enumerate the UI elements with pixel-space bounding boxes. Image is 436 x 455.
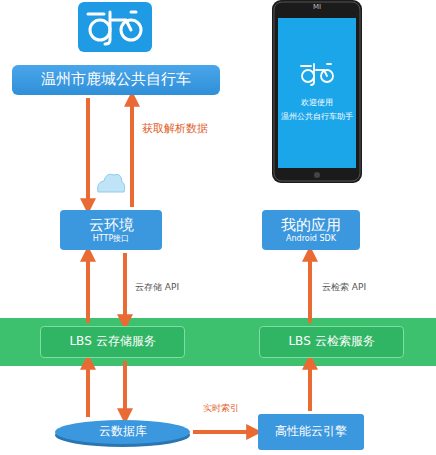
screen-text: 欢迎使用 bbox=[301, 99, 333, 108]
flow-arrow bbox=[193, 430, 255, 434]
service-band bbox=[0, 318, 436, 366]
engine-box: 高性能云引擎 bbox=[258, 414, 364, 450]
brand-mark: MI bbox=[313, 4, 321, 12]
cloud-icon bbox=[98, 174, 125, 192]
node-title: 云数据库 bbox=[99, 425, 147, 439]
process-box: 我的应用Android SDK bbox=[262, 210, 360, 250]
edge-label: 云检索 API bbox=[320, 283, 368, 293]
node-title: 温州市鹿城公共自行车 bbox=[41, 71, 191, 88]
process-box: 云环境HTTP接口 bbox=[60, 210, 162, 250]
flow-arrow bbox=[123, 361, 127, 417]
flow-arrow bbox=[130, 98, 134, 207]
flow-arrow bbox=[308, 253, 312, 323]
edge-label: 云存储 API bbox=[133, 283, 181, 293]
flow-arrow bbox=[308, 361, 312, 411]
title-bar: 温州市鹿城公共自行车 bbox=[12, 65, 220, 95]
flow-arrow bbox=[86, 98, 90, 207]
screen-logo bbox=[301, 64, 333, 85]
edge-label: 实时索引 bbox=[201, 404, 241, 414]
node-title: LBS 云检索服务 bbox=[288, 335, 374, 349]
node-subtitle: Android SDK bbox=[286, 234, 336, 243]
node-title: 我的应用 bbox=[281, 217, 341, 234]
phone-illustration bbox=[272, 0, 362, 183]
node-title: 高性能云引擎 bbox=[275, 425, 347, 439]
node-subtitle: HTTP接口 bbox=[93, 234, 129, 243]
screen-text: 温州公共自行车助手 bbox=[281, 113, 353, 122]
node-title: LBS 云存储服务 bbox=[69, 335, 155, 349]
flow-arrow bbox=[123, 253, 127, 323]
bike-logo bbox=[78, 2, 152, 52]
database-ellipse: 云数据库 bbox=[55, 420, 190, 444]
flow-arrow bbox=[86, 253, 90, 323]
edge-label: 获取解析数据 bbox=[140, 123, 210, 135]
service-box: LBS 云检索服务 bbox=[259, 326, 404, 358]
flow-arrow bbox=[86, 361, 90, 417]
node-title: 云环境 bbox=[89, 217, 134, 234]
service-box: LBS 云存储服务 bbox=[40, 326, 185, 358]
